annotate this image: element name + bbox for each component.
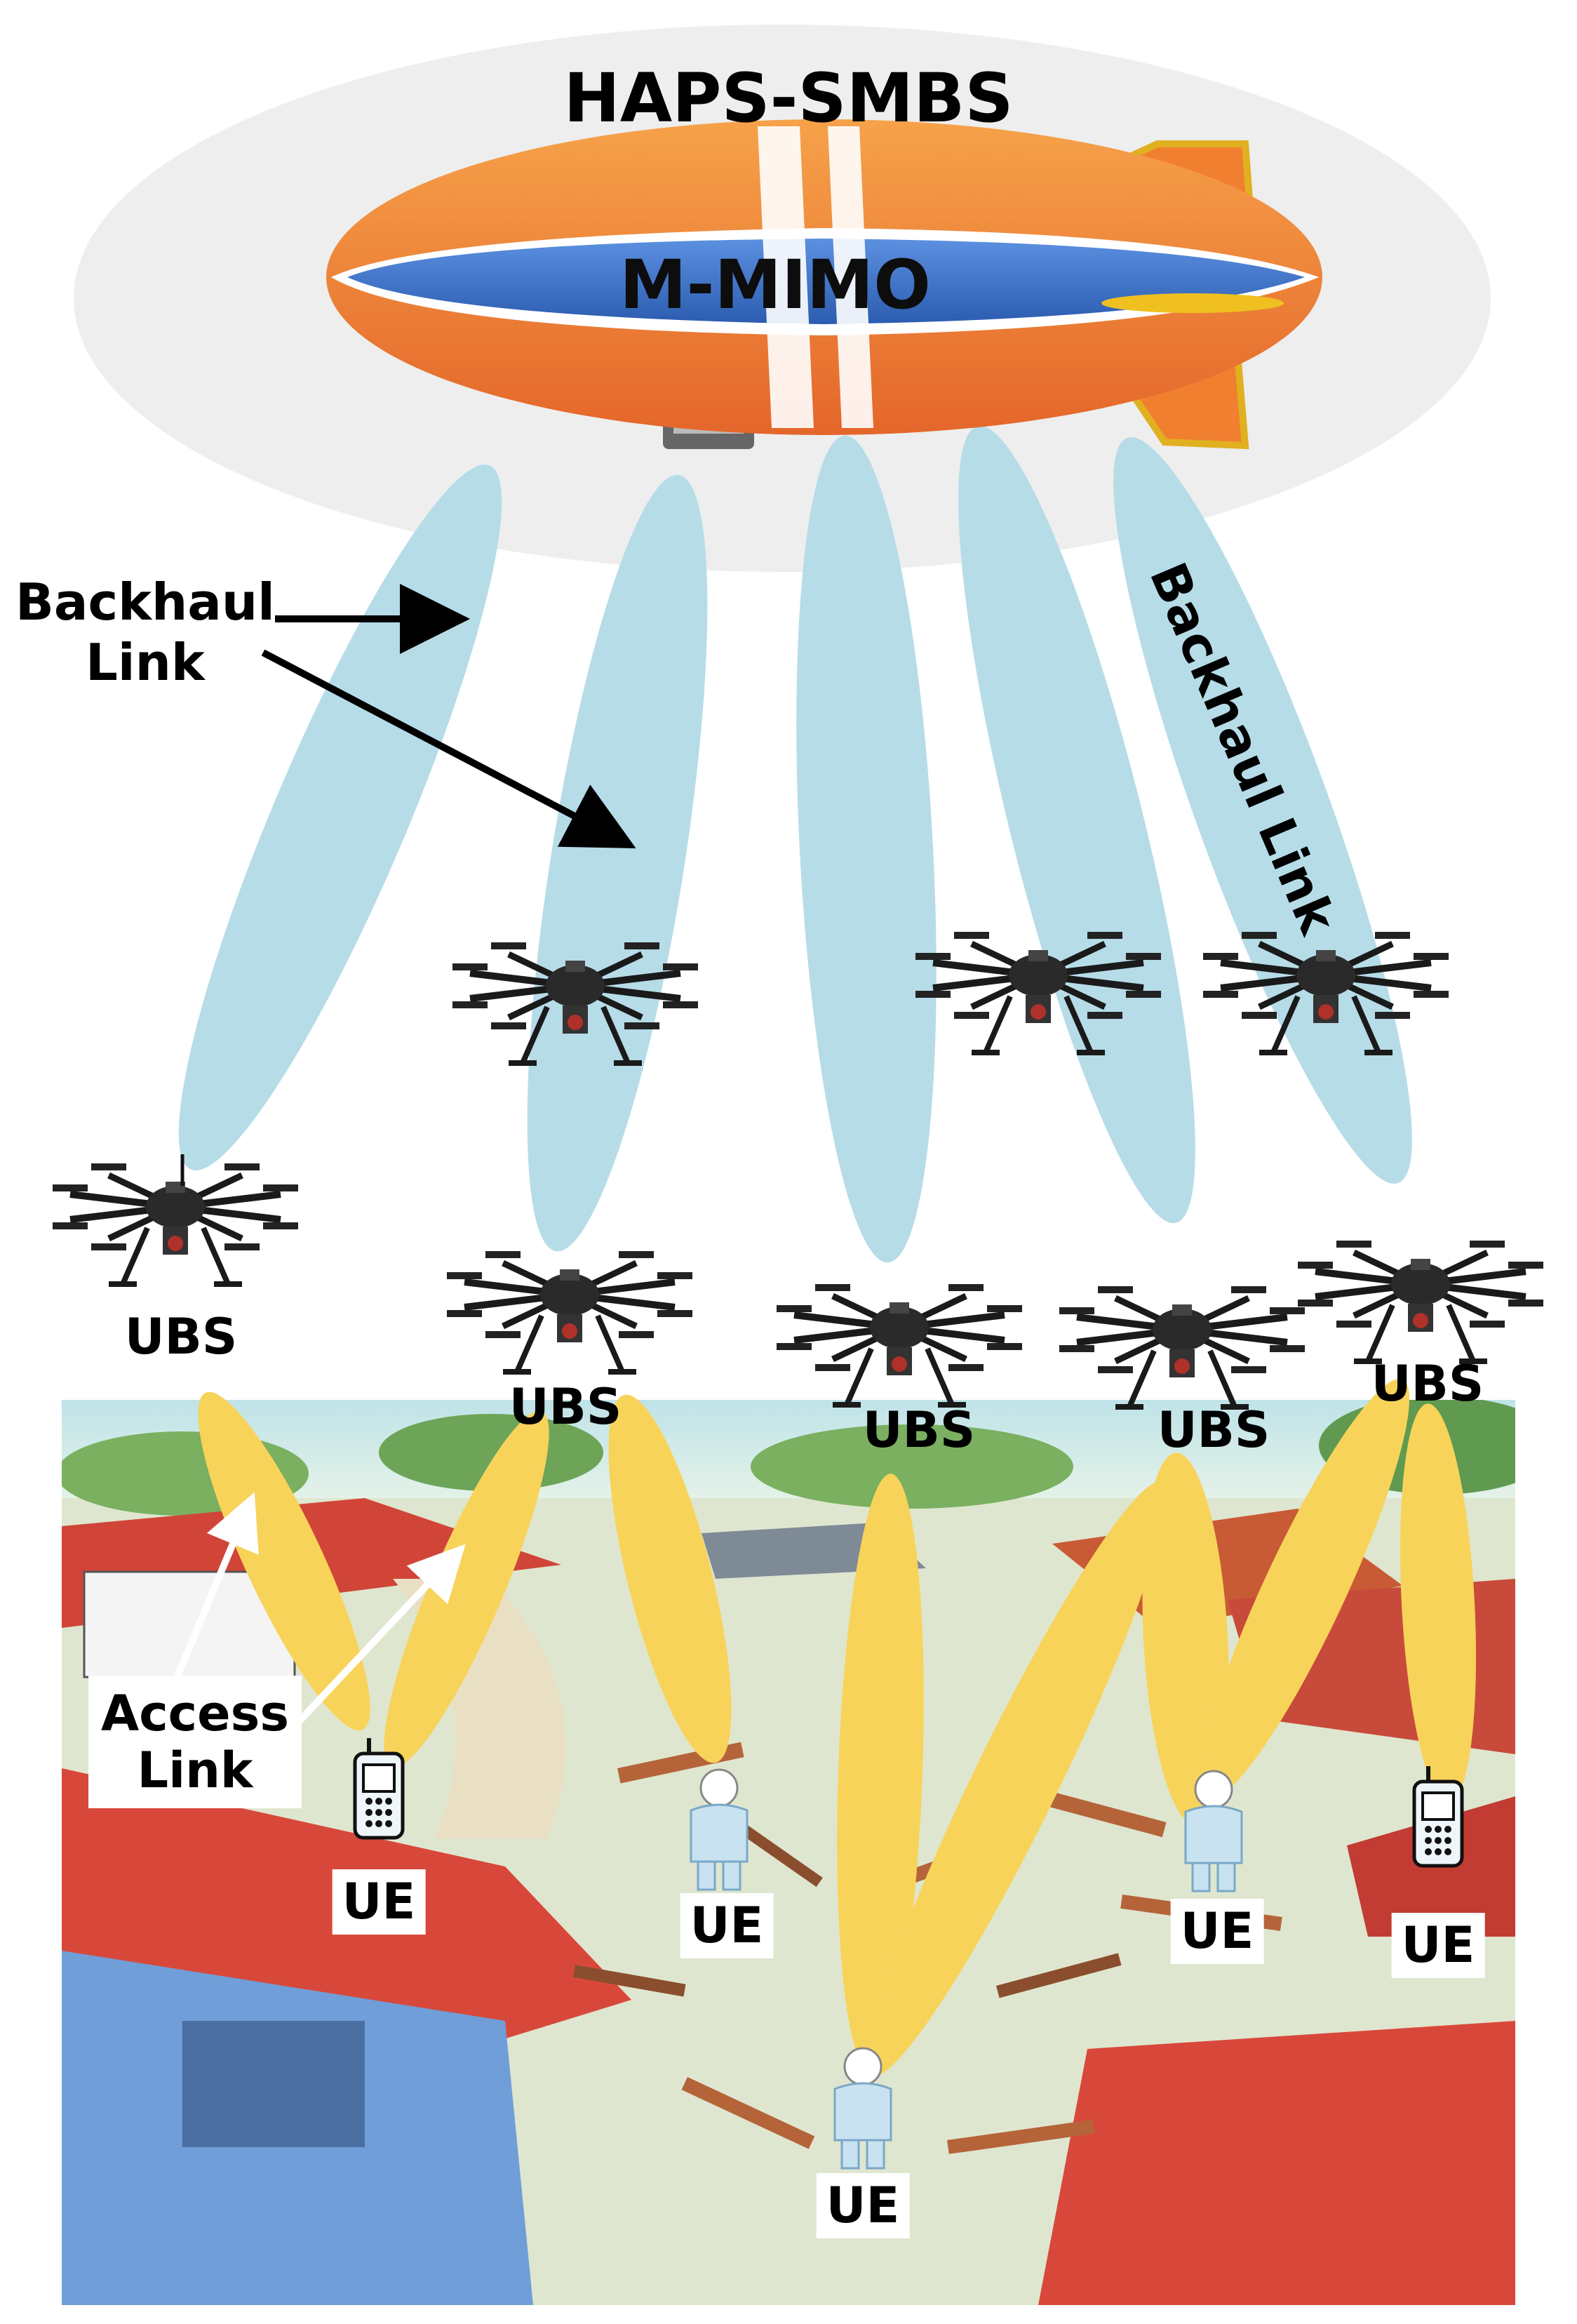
ue-label: UE	[332, 1869, 426, 1935]
phone-icon	[1414, 1766, 1462, 1866]
access-beam	[837, 1474, 924, 2070]
backhaul-beam	[796, 435, 937, 1263]
access-beam	[1400, 1403, 1477, 1803]
airship-icon	[326, 119, 1322, 450]
ubs-label: UBS	[509, 1378, 622, 1436]
ubs-label: UBS	[1371, 1355, 1484, 1413]
ubs-label: UBS	[1157, 1401, 1270, 1459]
ubs-label: UBS	[124, 1308, 238, 1365]
drone-icon	[1059, 1286, 1305, 1407]
access-beam	[1142, 1452, 1229, 1824]
disaster-scene	[62, 1400, 1515, 2305]
access-link-label: Access Link	[88, 1676, 302, 1808]
drone-icon	[777, 1284, 1022, 1405]
ue-label: UE	[1391, 1913, 1485, 1978]
drone-icon	[1298, 1241, 1543, 1361]
backhaul-beam	[178, 464, 502, 1171]
phone-icon	[355, 1738, 403, 1838]
backhaul-link-label: Backhaul Link	[15, 573, 275, 693]
ubs-label: UBS	[862, 1401, 976, 1459]
arrow-icon	[261, 584, 636, 848]
backhaul-beam	[527, 474, 708, 1252]
arrow-icon	[165, 1492, 466, 1729]
drone-icon	[53, 1163, 298, 1284]
drone-icon	[447, 1251, 692, 1372]
backhaul-beam	[958, 425, 1195, 1224]
ue-label: UE	[816, 2173, 910, 2238]
ue-label: UE	[1170, 1899, 1264, 1964]
access-beam	[384, 1411, 549, 1768]
access-beam	[198, 1391, 370, 1731]
access-beam	[1200, 1378, 1410, 1801]
access-beam	[608, 1394, 732, 1763]
diagram-title: HAPS-SMBS	[563, 59, 1014, 138]
access-beams	[198, 1378, 1477, 2076]
access-beam	[868, 1481, 1167, 2076]
ue-label: UE	[680, 1893, 774, 1958]
airship-label: M-MIMO	[619, 246, 931, 324]
